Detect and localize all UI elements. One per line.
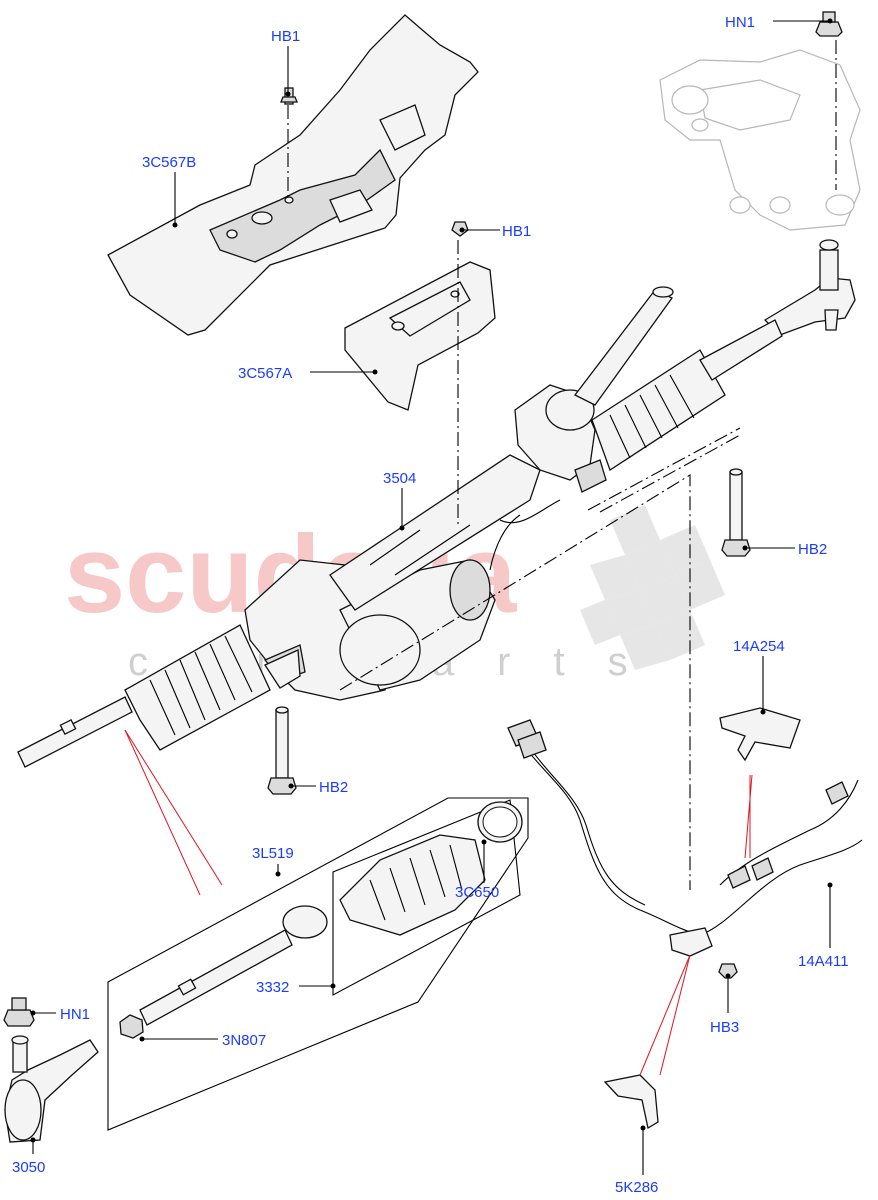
hex-nut-hn1-top [815, 11, 843, 37]
label-3504[interactable]: 3504 [383, 470, 416, 487]
heat-shield-3c567a [344, 261, 496, 411]
label-3n807[interactable]: 3N807 [222, 1032, 266, 1049]
label-hb3[interactable]: HB3 [710, 1019, 739, 1036]
checkered-flag-graphic [580, 505, 725, 670]
heat-shield-3c567b [107, 14, 479, 336]
tie-rod-end-3050 [4, 1035, 99, 1143]
label-3c567a[interactable]: 3C567A [238, 365, 292, 382]
label-hn1-top[interactable]: HN1 [725, 14, 755, 31]
bracket-5k286 [603, 1074, 659, 1130]
label-14a254[interactable]: 14A254 [733, 638, 785, 655]
label-5k286[interactable]: 5K286 [615, 1179, 658, 1196]
part-labels: HB1 HN1 3C567B HB1 3C567A 3504 HB2 14A25… [12, 14, 849, 1196]
label-hb1-top[interactable]: HB1 [271, 28, 300, 45]
label-hb1-mid[interactable]: HB1 [502, 223, 531, 240]
reference-lines [124, 729, 753, 1076]
label-hb2-right[interactable]: HB2 [798, 541, 827, 558]
label-3l519[interactable]: 3L519 [252, 845, 294, 862]
label-3c567b[interactable]: 3C567B [142, 154, 196, 171]
bolt-hb2-right [721, 468, 751, 557]
bolt-hb3 [718, 963, 738, 979]
label-3332[interactable]: 3332 [256, 979, 289, 996]
bolt-hb2-bottom [267, 706, 297, 795]
knuckle-ghost [659, 49, 861, 231]
label-3c650[interactable]: 3C650 [455, 884, 499, 901]
label-hn1-bottom[interactable]: HN1 [60, 1006, 90, 1023]
leader-lines [30, 18, 833, 1175]
hex-nut-hn1-bottom [3, 997, 35, 1027]
label-hb2-bottom[interactable]: HB2 [319, 779, 348, 796]
assembly-center-lines [287, 40, 837, 890]
bracket-14a254 [719, 707, 801, 762]
tie-rod-end-upper [763, 239, 856, 336]
label-3050[interactable]: 3050 [12, 1159, 45, 1176]
label-14a411[interactable]: 14A411 [798, 953, 849, 970]
wiring-harness-14a411 [507, 719, 863, 957]
inner-tie-rod-kit-3l519 [107, 797, 529, 1131]
steering-rack-assembly-3504 [17, 286, 783, 768]
